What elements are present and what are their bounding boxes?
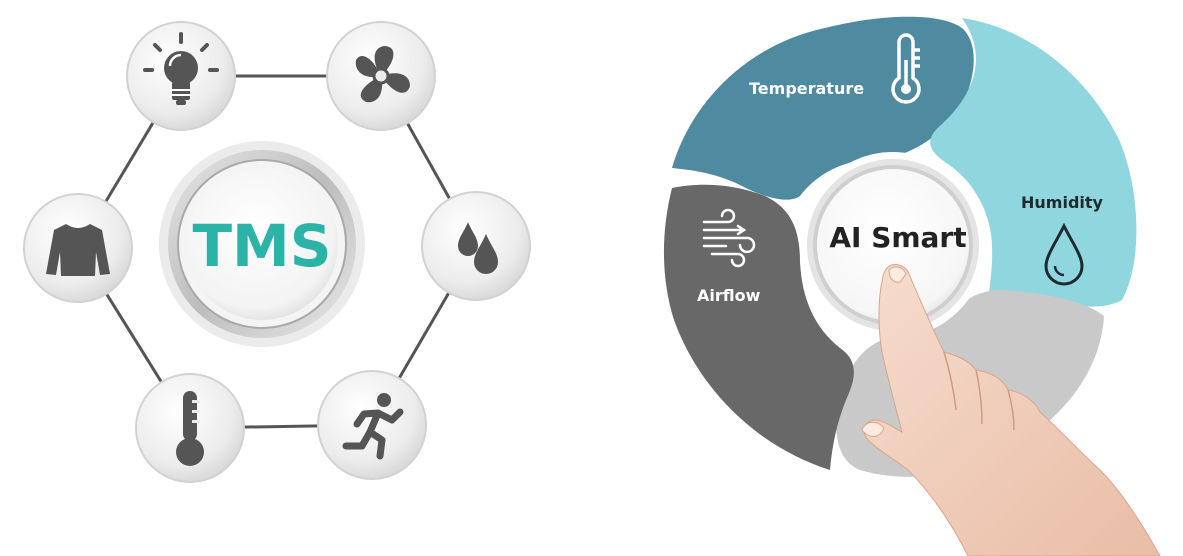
thermometer-outline-icon — [891, 33, 921, 104]
tms-label: TMS — [192, 212, 331, 280]
wind-icon — [702, 208, 756, 268]
segment-label-humidity: Humidity — [1021, 193, 1104, 212]
segment-label-temperature: Temperature — [749, 79, 864, 98]
pointing-hand-icon — [861, 264, 1161, 556]
water-drops-icon — [458, 222, 498, 274]
segment-label-airflow: Airflow — [697, 286, 761, 305]
light-bulb-icon — [143, 32, 219, 105]
node-light-bulb[interactable] — [126, 21, 236, 131]
shirt-icon — [46, 224, 110, 276]
node-running-person[interactable] — [317, 370, 427, 480]
ai-smart-label: AI Smart — [829, 221, 966, 254]
thermometer-icon — [176, 391, 204, 466]
running-person-icon — [342, 393, 404, 460]
node-shirt[interactable] — [23, 193, 133, 303]
node-thermometer[interactable] — [135, 373, 245, 483]
droplet-outline-icon — [1044, 222, 1084, 286]
tms-center-button[interactable]: TMS — [159, 141, 365, 347]
node-water-drops[interactable] — [421, 191, 531, 301]
ai-smart-button[interactable]: AI Smart — [800, 152, 986, 338]
fan-icon — [355, 46, 410, 103]
segment-humidity[interactable] — [930, 18, 1137, 307]
node-fan[interactable] — [326, 21, 436, 131]
segment-airflow[interactable] — [663, 184, 854, 470]
